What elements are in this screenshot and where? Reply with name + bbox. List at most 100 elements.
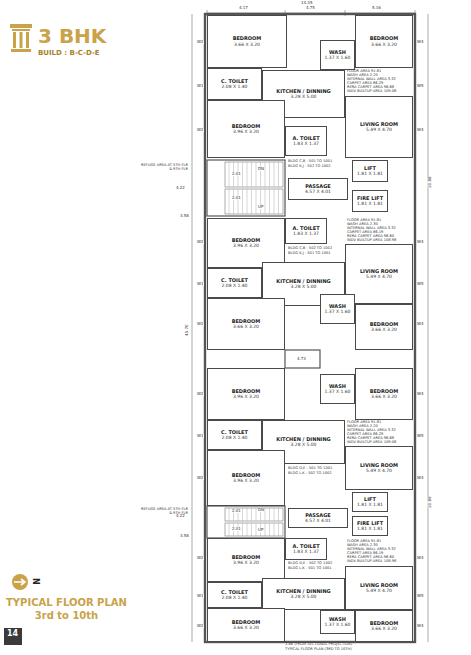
area-table-text: INDV BUILTUP AREA 108.98 bbox=[347, 560, 396, 564]
room-box: LIFT1.81 X 1.81 bbox=[352, 492, 388, 512]
room-name: WASH bbox=[329, 384, 346, 390]
room-name: A. TOILET bbox=[292, 226, 319, 232]
dimension-label: 4.75 bbox=[306, 6, 315, 10]
window-mark: W4 bbox=[417, 322, 424, 326]
room-size: 3.96 X 3.20 bbox=[233, 560, 259, 565]
window-mark: W5 bbox=[417, 84, 424, 88]
area-table-text: INDV BUILTUP AREA 109.08 bbox=[347, 90, 396, 94]
room-size: 3.96 X 3.20 bbox=[233, 478, 259, 483]
room-size: 3.66 X 3.20 bbox=[371, 42, 397, 47]
room-name: WASH bbox=[329, 304, 346, 310]
room-box: C. TOILET2.08 X 1.40 bbox=[207, 582, 262, 608]
dimension-label: UP bbox=[258, 528, 263, 532]
room-name: KITCHEN / DINNING bbox=[276, 89, 330, 95]
room-size: 1.81 X 1.81 bbox=[357, 502, 383, 507]
room-size: 5.49 X 4.70 bbox=[366, 127, 392, 132]
window-mark: W4 bbox=[417, 476, 424, 480]
room-box: A. TOILET1.83 X 1.37 bbox=[285, 538, 327, 560]
room-box: A. TOILET1.83 X 1.37 bbox=[285, 218, 327, 244]
window-mark: W4 bbox=[417, 392, 424, 396]
window-mark: W2 bbox=[197, 40, 204, 44]
room-size: 3.66 X 3.20 bbox=[234, 42, 260, 47]
dimension-label: 14.35 bbox=[301, 1, 312, 5]
room-name: C. TOILET bbox=[221, 430, 248, 436]
room-name: LIFT bbox=[364, 166, 376, 172]
room-size: 3.28 X 5.00 bbox=[291, 594, 317, 599]
window-mark: W5 bbox=[417, 282, 424, 286]
window-mark: W2 bbox=[197, 128, 204, 132]
room-name: BEDROOM bbox=[232, 473, 261, 479]
room-size: 3.66 X 3.20 bbox=[371, 626, 397, 631]
area-table-text: BLDG L,K - 502 TO 1002 bbox=[288, 472, 332, 476]
room-size: 1.81 X 1.81 bbox=[357, 201, 383, 206]
room-name: KITCHEN / DINNING bbox=[276, 279, 330, 285]
dimension-label: 45.70 bbox=[185, 324, 189, 335]
dimension-label: 4.22 bbox=[176, 186, 185, 190]
dimension-label: BUILD : B-C-D-E bbox=[38, 50, 100, 58]
window-mark: W2 bbox=[197, 322, 204, 326]
room-size: 3.28 X 5.00 bbox=[291, 442, 317, 447]
dimension-label: DN bbox=[258, 167, 264, 171]
dimension-label: 2.01 bbox=[232, 196, 241, 200]
room-size: 2.08 X 1.40 bbox=[222, 435, 248, 440]
room-box: PASSAGE4.57 X 4.01 bbox=[288, 178, 348, 200]
room-size: 3.96 X 3.20 bbox=[233, 394, 259, 399]
room-name: C. TOILET bbox=[221, 278, 248, 284]
room-box: LIVING ROOM5.49 X 4.70 bbox=[345, 96, 413, 158]
window-mark: W4 bbox=[417, 40, 424, 44]
room-name: WASH bbox=[329, 50, 346, 56]
area-table-text: BLDG K,J - 502 TO 1002 bbox=[288, 165, 331, 169]
area-table-text: INDV BUILTUP AREA 108.98 bbox=[347, 239, 396, 243]
room-name: C. TOILET bbox=[221, 79, 248, 85]
room-size: 3.66 X 3.20 bbox=[233, 625, 259, 630]
area-table-text: BLDG D,E - 501 TO 1001 bbox=[288, 467, 332, 471]
room-size: 3.66 X 3.20 bbox=[371, 327, 397, 332]
room-name: LIVING ROOM bbox=[360, 269, 398, 275]
area-table-text: BLDG C,B - 502 TO 1002 bbox=[288, 247, 332, 251]
room-size: 3.66 X 3.20 bbox=[233, 324, 259, 329]
room-size: 3.96 X 3.20 bbox=[233, 243, 259, 248]
room-name: BEDROOM bbox=[370, 322, 399, 328]
dimension-label: DN bbox=[258, 508, 264, 512]
area-table-text: TYPICAL FLOOR PLAN (3RD TO 10TH) bbox=[285, 648, 352, 652]
dimension-label: 4.22 bbox=[176, 514, 185, 518]
room-box: LIFT1.81 X 1.81 bbox=[352, 160, 388, 182]
room-size: 1.37 X 1.60 bbox=[325, 309, 351, 314]
room-name: BEDROOM bbox=[232, 319, 261, 325]
room-box: BEDROOM3.96 X 3.20 bbox=[207, 450, 285, 506]
dimension-label: 5.16 bbox=[372, 6, 381, 10]
room-box: C. TOILET2.08 X 1.40 bbox=[207, 268, 262, 298]
logo-pillar bbox=[10, 24, 32, 52]
room-size: 1.37 X 1.60 bbox=[325, 622, 351, 627]
room-size: 1.83 X 1.37 bbox=[293, 549, 319, 554]
staircase bbox=[207, 10, 415, 538]
room-size: 3.28 X 5.00 bbox=[291, 284, 317, 289]
dimension-label: UP bbox=[258, 205, 263, 209]
window-mark: W2 bbox=[197, 624, 204, 628]
room-box: WASH1.37 X 1.60 bbox=[320, 610, 355, 634]
window-mark: W4 bbox=[417, 624, 424, 628]
room-box: BEDROOM3.96 X 3.20 bbox=[207, 538, 285, 582]
dimension-label: 4.73 bbox=[297, 357, 306, 361]
area-table-text: INDV BUILTUP AREA 109.08 bbox=[347, 441, 396, 445]
room-size: 2.08 X 1.40 bbox=[222, 595, 248, 600]
window-mark: W1 bbox=[197, 282, 204, 286]
room-name: LIVING ROOM bbox=[360, 463, 398, 469]
page-number: 14 bbox=[7, 630, 18, 639]
window-mark: W4 bbox=[417, 240, 424, 244]
dimension-label: 20.89 bbox=[428, 496, 432, 507]
room-size: 1.81 X 1.81 bbox=[357, 526, 383, 531]
room-name: WASH bbox=[329, 617, 346, 623]
title: 3 BHK bbox=[38, 24, 106, 48]
caption: TYPICAL FLOOR PLAN 3rd to 10th bbox=[4, 597, 129, 622]
room-name: FIRE LIFT bbox=[357, 196, 383, 202]
room-size: 1.83 X 1.37 bbox=[293, 231, 319, 236]
room-name: BEDROOM bbox=[232, 389, 261, 395]
room-box: BEDROOM3.96 X 3.20 bbox=[207, 368, 285, 420]
plan-walls bbox=[192, 13, 428, 642]
room-box: LIVING ROOM5.49 X 4.70 bbox=[345, 566, 413, 610]
room-size: 5.49 X 4.70 bbox=[366, 468, 392, 473]
window-mark: W2 bbox=[197, 392, 204, 396]
area-table-text: BLDG D,E - 502 TO 1002 bbox=[288, 562, 332, 566]
dimension-label: 20.88 bbox=[428, 176, 432, 187]
